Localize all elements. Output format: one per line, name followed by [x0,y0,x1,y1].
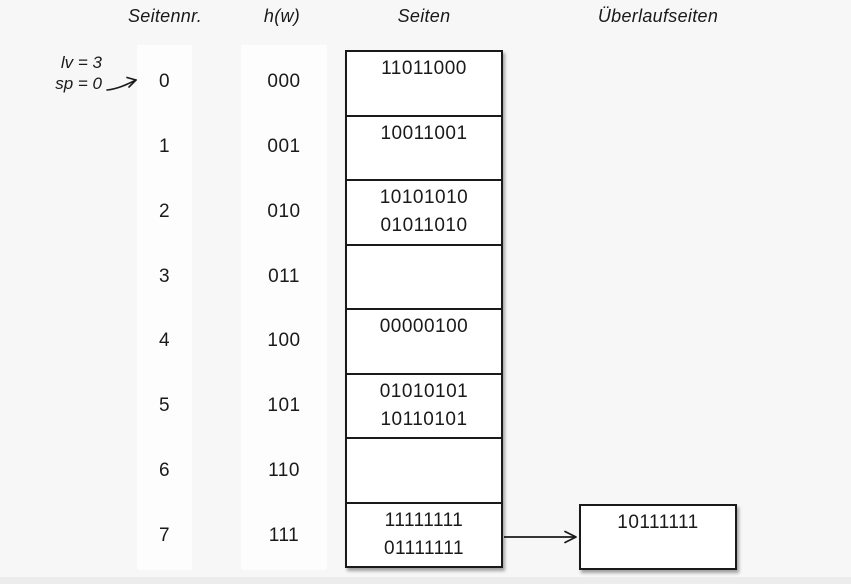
page-number: 1 [158,136,171,158]
page-number: 0 [158,71,171,93]
hash-code: 110 [268,459,300,481]
page-entry: 10110101 [380,408,468,430]
page-entry: 10101010 [379,187,469,208]
hash-code: 101 [267,395,301,417]
hash-column-stripe [241,45,327,570]
seitennr-column: 0 1 2 3 4 5 6 7 [137,50,192,568]
page-number: 4 [158,330,171,352]
hash-column: 000 001 010 011 100 101 110 111 [241,50,327,568]
header-seiten: Seiten [397,6,451,26]
hash-code: 100 [267,330,301,352]
page-entry: 01111111 [383,537,465,559]
page-entry: 11111111 [384,509,464,531]
page-entry: 01010101 [379,380,469,402]
hash-code: 010 [267,200,301,222]
page-cell-5: 01010101 10110101 [347,372,501,438]
header-seitennr: Seitennr. [127,6,203,26]
page-entry: 01011010 [380,215,468,236]
bottom-edge-strip [0,577,851,584]
header-ueberlaufseiten: Überlaufseiten [597,6,719,26]
overflow-page-box: 10111111 [579,504,737,570]
page-cell-7: 11111111 01111111 [347,501,501,567]
hash-code: 001 [267,136,301,158]
hash-code: 000 [267,71,301,93]
seitennr-column-stripe [137,45,192,570]
page-number: 2 [158,200,171,222]
page-cell-3 [347,243,501,309]
overflow-link-arrow [504,530,577,544]
pages-table: 11011000 10011001 10101010 01011010 0000… [345,50,503,568]
page-number: 5 [158,395,171,417]
page-number: 3 [158,265,171,287]
hash-code: 011 [268,265,300,287]
page-entry: 00000100 [379,316,469,337]
state-annotation: lv = 3 sp = 0 [20,52,102,94]
page-number: 6 [158,459,171,481]
hash-code: 111 [268,524,300,546]
page-cell-1: 10011001 [347,114,501,180]
annotation-lv: lv = 3 [60,53,102,72]
page-entry: 11011000 [381,58,467,79]
annotation-pointer-arrow [106,76,137,91]
page-cell-4: 00000100 [347,308,501,373]
page-entry: 10011001 [380,122,468,144]
header-hash-function: h(w) [263,6,301,26]
page-cell-2: 10101010 01011010 [347,179,501,244]
page-cell-6 [347,437,501,502]
overflow-entry: 10111111 [617,512,699,533]
page-cell-0: 11011000 [347,52,501,115]
annotation-sp: sp = 0 [55,74,102,93]
page-number: 7 [158,524,171,546]
